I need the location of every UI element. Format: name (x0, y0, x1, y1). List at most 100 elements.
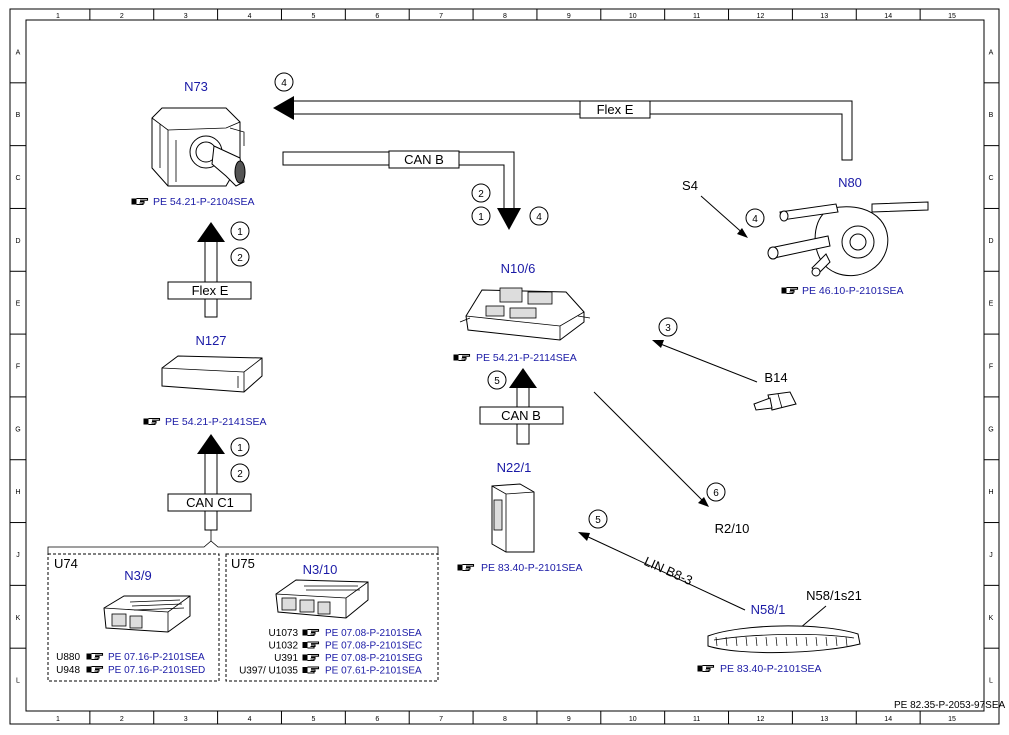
column-marker: 15 (948, 13, 956, 20)
can-b-mid-bus: CAN B 5 (479, 368, 564, 445)
variant-code: U948 (56, 665, 80, 676)
n10-6-ref: PE 54.21-P-2114SEA (476, 352, 577, 364)
pointing-hand-icon (86, 652, 104, 661)
variant-ref: PE 07.16-P-2101SEA (108, 652, 205, 663)
can-c1-label: CAN C1 (186, 495, 234, 510)
pointing-hand-icon (302, 666, 320, 674)
row-marker: C (15, 175, 20, 182)
n3-9-label: N3/9 (124, 568, 151, 583)
variant-ref: PE 07.61-P-2101SEA (325, 666, 422, 677)
row-marker: A (989, 49, 994, 56)
variant-code: U880 (56, 652, 80, 663)
column-marker: 6 (375, 716, 379, 723)
svg-text:4: 4 (281, 78, 287, 89)
n58-1-label: N58/1 (751, 602, 786, 617)
column-marker: 7 (439, 13, 443, 20)
r2-10-arrow: 6 R2/10 (593, 391, 750, 536)
can-b-mid-label: CAN B (501, 408, 541, 423)
u74-label: U74 (54, 556, 78, 571)
variant-ref: PE 07.16-P-2101SED (108, 665, 205, 676)
column-marker: 14 (884, 13, 892, 20)
n22-1-label: N22/1 (497, 460, 532, 475)
column-marker: 11 (693, 13, 700, 20)
svg-text:3: 3 (665, 323, 671, 334)
n22-1-ref: PE 83.40-P-2101SEA (481, 562, 583, 574)
column-marker: 7 (439, 716, 443, 723)
column-marker: 12 (757, 13, 765, 20)
can-b-top-label: CAN B (404, 152, 444, 167)
row-marker: E (989, 301, 994, 308)
row-marker: C (988, 175, 993, 182)
row-marker: D (15, 238, 20, 245)
row-marker: L (989, 678, 993, 685)
svg-text:2: 2 (478, 189, 484, 200)
n22-1-module: N22/1 PE 83.40-P-2101SEA (457, 460, 583, 574)
column-marker: 12 (757, 716, 765, 723)
row-marker: D (988, 238, 993, 245)
flex-e-top-bus: Flex E (273, 96, 853, 161)
row-marker: G (15, 426, 20, 433)
variant-ref: PE 07.08-P-2101SEG (325, 653, 423, 664)
column-marker: 1 (56, 716, 60, 723)
n80-steering-column-module: N80 S4 4 PE 46.10-P-2101SEA (682, 175, 929, 297)
variant-ref: PE 07.08-P-2101SEC (325, 641, 422, 652)
n3-10-label: N3/10 (303, 562, 338, 577)
row-marker: E (16, 301, 21, 308)
svg-text:6: 6 (713, 488, 719, 499)
column-marker: 9 (567, 13, 571, 20)
svg-text:5: 5 (595, 515, 601, 526)
pointing-hand-icon (86, 665, 104, 674)
n127-module: N127 PE 54.21-P-2141SEA (143, 333, 267, 428)
n127-label: N127 (195, 333, 226, 348)
column-marker: 5 (311, 716, 315, 723)
column-marker: 13 (820, 13, 828, 20)
row-marker: J (16, 552, 20, 559)
row-marker: B (989, 112, 994, 119)
svg-text:2: 2 (237, 253, 243, 264)
row-marker: H (15, 489, 20, 496)
column-marker: 5 (311, 13, 315, 20)
row-marker: H (988, 489, 993, 496)
variant-code: U391 (274, 653, 298, 664)
pointing-hand-icon (302, 641, 320, 649)
can-c1-bus: CAN C1 1 2 (167, 434, 252, 531)
column-marker: 4 (248, 13, 252, 20)
row-marker: A (16, 49, 21, 56)
column-marker: 13 (820, 716, 828, 723)
n10-6-sam-module: N10/6 PE 54.21-P-2114SEA (453, 261, 591, 364)
column-marker: 15 (948, 716, 956, 723)
column-marker: 1 (56, 13, 60, 20)
column-marker: 2 (120, 13, 124, 20)
flex-e-left-label: Flex E (192, 283, 229, 298)
n73-ignition-switch: N73 PE 54.21-P-2104SEA (131, 79, 255, 208)
row-marker: K (16, 615, 21, 622)
document-reference: PE 82.35-P-2053-97SEA (894, 700, 1006, 711)
column-marker: 11 (693, 716, 700, 723)
column-marker: 2 (120, 716, 124, 723)
s4-label: S4 (682, 178, 698, 193)
variant-code: U1032 (269, 641, 299, 652)
n73-label: N73 (184, 79, 208, 94)
n127-ref: PE 54.21-P-2141SEA (165, 416, 267, 428)
step-circles: 4 2 1 4 (274, 72, 549, 226)
variant-ref: PE 07.08-P-2101SEA (325, 628, 422, 639)
column-marker: 3 (184, 716, 188, 723)
n80-label: N80 (838, 175, 862, 190)
column-marker: 6 (375, 13, 379, 20)
variant-code: U1073 (269, 628, 299, 639)
flex-e-left-bus: Flex E 1 2 (167, 221, 252, 318)
column-marker: 4 (248, 716, 252, 723)
r2-10-label: R2/10 (715, 521, 750, 536)
row-marker: F (989, 364, 993, 371)
row-marker: G (988, 426, 993, 433)
column-marker: 14 (884, 716, 892, 723)
svg-text:4: 4 (752, 214, 758, 225)
column-marker: 10 (629, 13, 637, 20)
b14-sensor: 3 B14 (652, 317, 797, 411)
n58-1-ref: PE 83.40-P-2101SEA (720, 663, 822, 675)
b14-label: B14 (764, 370, 787, 385)
row-marker: B (16, 112, 21, 119)
column-marker: 8 (503, 716, 507, 723)
